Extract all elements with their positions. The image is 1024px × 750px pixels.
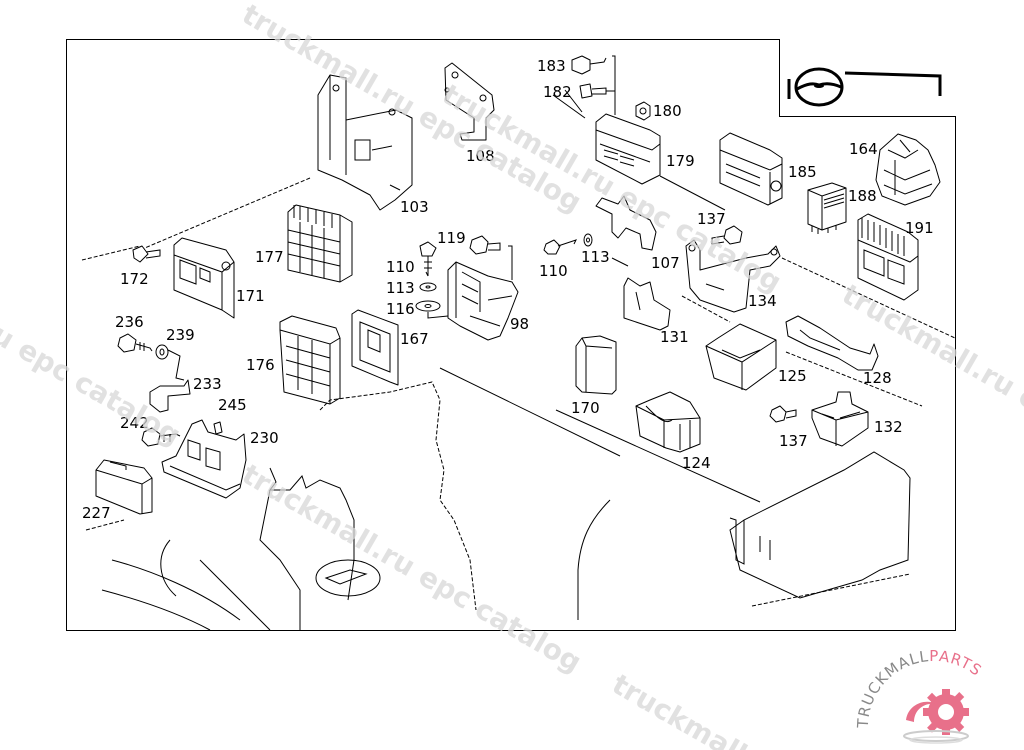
label-236: 236: [115, 313, 144, 331]
label-233: 233: [193, 375, 222, 393]
label-116: 116: [386, 300, 415, 318]
label-227: 227: [82, 504, 111, 522]
label-170: 170: [571, 399, 600, 417]
label-164: 164: [849, 140, 878, 158]
label-245: 245: [218, 396, 247, 414]
label-128: 128: [863, 369, 892, 387]
part-242-bolt[interactable]: [141, 427, 181, 447]
part-113-washer[interactable]: [419, 282, 437, 292]
label-110-right: 110: [539, 262, 568, 280]
part-185-control-unit[interactable]: [719, 132, 783, 206]
part-167-mounting-plate[interactable]: [351, 309, 399, 386]
truckmall-parts-logo: TRUCKMALLPARTS: [854, 647, 986, 744]
orientation-inset: [779, 39, 956, 117]
engine-block-background: [81, 245, 911, 631]
label-107: 107: [651, 254, 680, 272]
label-113-right: 113: [581, 248, 610, 266]
part-227-battery-box[interactable]: [85, 459, 153, 531]
label-179: 179: [666, 152, 695, 170]
part-116-washer[interactable]: [415, 300, 449, 319]
label-191: 191: [905, 219, 934, 237]
part-124-tray[interactable]: [635, 391, 701, 453]
label-98: 98: [510, 315, 529, 333]
part-132-holder[interactable]: [811, 391, 869, 447]
label-119: 119: [437, 229, 466, 247]
gear-icon: [903, 689, 969, 744]
part-164-connector[interactable]: [875, 133, 941, 206]
label-137-top: 137: [697, 210, 726, 228]
part-137b-bolt[interactable]: [769, 405, 797, 423]
label-134: 134: [748, 292, 777, 310]
part-188-relay[interactable]: [807, 182, 847, 234]
part-119-bolt[interactable]: [469, 235, 513, 280]
label-182: 182: [543, 83, 572, 101]
label-172: 172: [120, 270, 149, 288]
label-230: 230: [250, 429, 279, 447]
part-236-screw[interactable]: [117, 333, 153, 353]
part-176-control-module[interactable]: [279, 315, 341, 405]
part-98-holder[interactable]: [447, 261, 519, 341]
part-128-bracket[interactable]: [785, 315, 879, 371]
part-137-bolt[interactable]: [711, 225, 743, 245]
label-176: 176: [246, 356, 275, 374]
label-124: 124: [682, 454, 711, 472]
label-108: 108: [466, 147, 495, 165]
part-177-control-module[interactable]: [287, 204, 353, 283]
label-183: 183: [537, 57, 566, 75]
logo-text: TRUCKMALLPARTS: [854, 647, 986, 729]
part-233-bracket[interactable]: [149, 379, 191, 413]
label-239: 239: [166, 326, 195, 344]
logo-text-main: TRUCKMALL: [854, 647, 930, 729]
label-177: 177: [255, 248, 284, 266]
label-180: 180: [653, 102, 682, 120]
part-191-engine-control-unit[interactable]: [857, 213, 919, 301]
label-137-bottom: 137: [779, 432, 808, 450]
part-230-bracket[interactable]: [161, 419, 247, 499]
label-110-left: 110: [386, 258, 415, 276]
label-167: 167: [400, 330, 429, 348]
part-182-bolt[interactable]: [579, 83, 615, 99]
part-239-washer[interactable]: [155, 344, 185, 381]
part-172-screw[interactable]: [132, 245, 161, 263]
label-131: 131: [660, 328, 689, 346]
part-107-bracket[interactable]: [595, 195, 657, 251]
label-171: 171: [236, 287, 265, 305]
part-171-control-unit[interactable]: [173, 237, 235, 319]
part-113b-washer[interactable]: [583, 233, 629, 267]
part-179-control-unit[interactable]: [552, 89, 726, 211]
label-113-left: 113: [386, 279, 415, 297]
label-242: 242: [120, 414, 149, 432]
label-125: 125: [778, 367, 807, 385]
part-180-nut[interactable]: [635, 101, 651, 121]
steering-wheel-position-icon: [787, 67, 942, 107]
label-185: 185: [788, 163, 817, 181]
part-103-bracket[interactable]: [139, 74, 413, 251]
part-183-screw[interactable]: [571, 55, 616, 115]
label-132: 132: [874, 418, 903, 436]
label-188: 188: [848, 187, 877, 205]
label-103: 103: [400, 198, 429, 216]
part-108-bracket[interactable]: [444, 62, 495, 141]
part-110b-screw[interactable]: [543, 239, 577, 255]
part-110-screw[interactable]: [419, 241, 437, 277]
logo-text-accent: PARTS: [929, 647, 985, 680]
part-131-bracket[interactable]: [623, 277, 671, 331]
part-134-bracket[interactable]: [685, 239, 956, 339]
part-170-cover[interactable]: [575, 335, 617, 395]
part-245-clip[interactable]: [213, 421, 223, 435]
part-125-tray[interactable]: [681, 295, 923, 407]
